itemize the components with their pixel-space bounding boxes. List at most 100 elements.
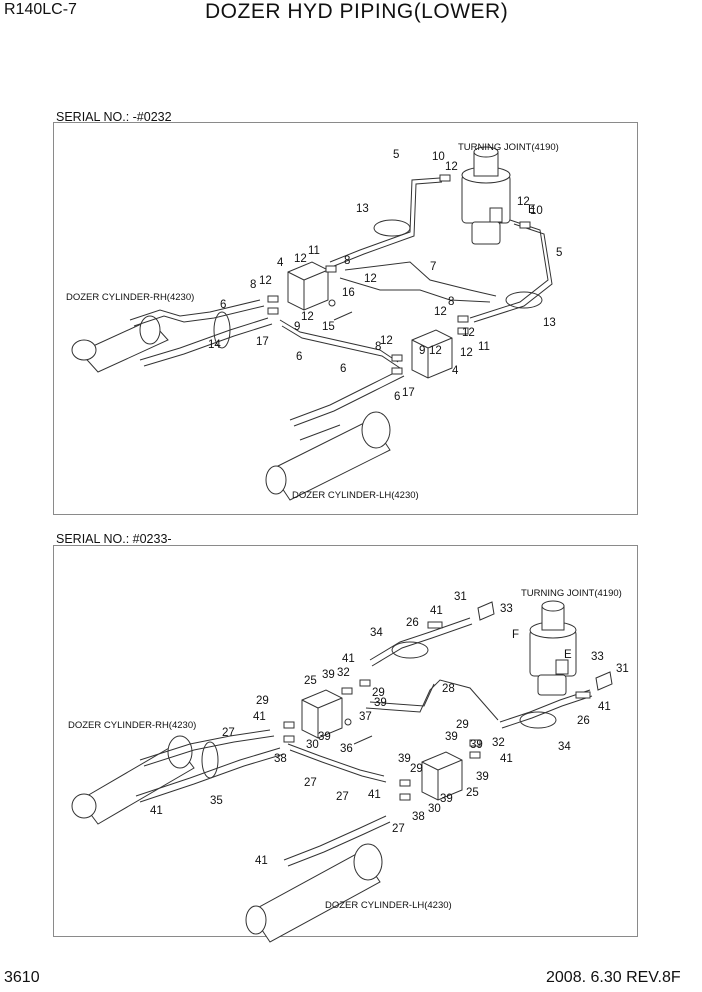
svg-text:29: 29 <box>372 687 385 699</box>
diagram-lower: 31 41 33 26 34 33 31 41 39 25 32 28 29 3… <box>68 588 629 943</box>
svg-text:41: 41 <box>255 855 268 867</box>
svg-text:38: 38 <box>274 753 287 765</box>
svg-text:6: 6 <box>220 299 226 311</box>
page-title: DOZER HYD PIPING(LOWER) <box>205 0 509 23</box>
turning-joint-1 <box>461 146 511 245</box>
svg-text:12: 12 <box>364 273 377 285</box>
svg-text:8: 8 <box>448 296 454 308</box>
svg-text:37: 37 <box>359 711 372 723</box>
serial-range-2: SERIAL NO.: #0233- <box>56 532 172 546</box>
svg-text:25: 25 <box>304 675 317 687</box>
svg-text:27: 27 <box>336 791 349 803</box>
svg-text:39: 39 <box>476 771 489 783</box>
svg-text:11: 11 <box>478 341 490 353</box>
svg-text:17: 17 <box>402 387 415 399</box>
svg-text:6: 6 <box>340 363 346 375</box>
svg-text:38: 38 <box>412 811 425 823</box>
svg-text:26: 26 <box>577 715 590 727</box>
svg-text:29: 29 <box>410 763 423 775</box>
svg-text:30: 30 <box>428 803 441 815</box>
svg-text:15: 15 <box>322 321 335 333</box>
svg-text:27: 27 <box>222 727 235 739</box>
svg-text:8: 8 <box>344 255 350 267</box>
svg-text:14: 14 <box>208 339 221 351</box>
svg-text:41: 41 <box>430 605 443 617</box>
page-number: 3610 <box>4 969 40 986</box>
svg-text:39: 39 <box>318 731 331 743</box>
dozer-cylinder-lh-2 <box>245 743 391 943</box>
revision-date: 2008. 6.30 REV.8F <box>546 969 681 986</box>
svg-text:26: 26 <box>406 617 419 629</box>
dozer-cylinder-rh-2 <box>71 729 285 825</box>
model-number: R140LC-7 <box>4 1 77 18</box>
svg-text:31: 31 <box>454 591 467 603</box>
svg-text:41: 41 <box>598 701 611 713</box>
svg-text:30: 30 <box>306 739 319 751</box>
dozer-cylinder-lh-1 <box>265 319 405 501</box>
svg-text:33: 33 <box>500 603 513 615</box>
svg-text:31: 31 <box>616 663 629 675</box>
svg-text:10: 10 <box>530 205 543 217</box>
caption-turning-joint-1: TURNING JOINT(4190) <box>458 142 559 153</box>
svg-text:12: 12 <box>259 275 272 287</box>
port-mark-e: E <box>564 649 572 661</box>
serial-range-1: SERIAL NO.: -#0232 <box>56 110 172 124</box>
svg-text:6: 6 <box>296 351 302 363</box>
svg-text:8: 8 <box>375 341 381 353</box>
item-numbers-lower: 31 41 33 26 34 33 31 41 39 25 32 28 29 3… <box>150 591 629 867</box>
svg-text:12: 12 <box>517 196 530 208</box>
svg-text:12: 12 <box>380 335 393 347</box>
svg-text:41: 41 <box>368 789 381 801</box>
turning-joint-2 <box>529 600 577 696</box>
svg-text:25: 25 <box>466 787 479 799</box>
item-numbers-upper: 5 10 12 12 10 5 13 13 4 12 11 8 12 7 8 1… <box>208 149 562 403</box>
diagram-upper: 5 10 12 12 10 5 13 13 4 12 11 8 12 7 8 1… <box>66 142 562 501</box>
svg-text:16: 16 <box>342 287 355 299</box>
fittings-lower <box>283 621 591 801</box>
svg-text:39: 39 <box>445 731 458 743</box>
svg-text:33: 33 <box>591 651 604 663</box>
svg-text:27: 27 <box>304 777 317 789</box>
svg-text:41: 41 <box>500 753 513 765</box>
svg-text:9: 9 <box>419 345 425 357</box>
svg-text:12: 12 <box>462 327 475 339</box>
fittings-upper <box>267 174 531 375</box>
caption-cylinder-rh-2: DOZER CYLINDER-RH(4230) <box>68 720 196 731</box>
valve-block-upper-left <box>287 261 329 311</box>
svg-text:34: 34 <box>370 627 383 639</box>
svg-text:12: 12 <box>434 306 447 318</box>
svg-text:29: 29 <box>256 695 269 707</box>
svg-text:13: 13 <box>356 203 369 215</box>
svg-text:28: 28 <box>442 683 455 695</box>
svg-text:12: 12 <box>429 345 442 357</box>
svg-text:39: 39 <box>440 793 453 805</box>
svg-text:32: 32 <box>337 667 350 679</box>
svg-text:32: 32 <box>492 737 505 749</box>
svg-text:17: 17 <box>256 336 269 348</box>
svg-text:27: 27 <box>392 823 405 835</box>
svg-text:39: 39 <box>374 697 387 709</box>
svg-text:6: 6 <box>394 391 400 403</box>
svg-text:12: 12 <box>301 311 314 323</box>
diagram-frame-2 <box>53 545 638 937</box>
caption-cylinder-rh-1: DOZER CYLINDER-RH(4230) <box>66 292 194 303</box>
svg-text:4: 4 <box>452 365 459 377</box>
svg-text:41: 41 <box>342 653 355 665</box>
svg-text:41: 41 <box>150 805 163 817</box>
svg-text:10: 10 <box>432 151 445 163</box>
caption-cylinder-lh-1: DOZER CYLINDER-LH(4230) <box>292 490 419 501</box>
svg-text:13: 13 <box>543 317 556 329</box>
caption-turning-joint-2: TURNING JOINT(4190) <box>521 588 622 599</box>
svg-text:36: 36 <box>340 743 353 755</box>
svg-text:E: E <box>528 204 536 216</box>
svg-text:41: 41 <box>253 711 266 723</box>
svg-text:5: 5 <box>393 149 399 161</box>
svg-text:9: 9 <box>294 321 300 333</box>
svg-text:39: 39 <box>470 739 483 751</box>
svg-text:11: 11 <box>308 245 320 257</box>
svg-text:8: 8 <box>250 279 256 291</box>
svg-text:7: 7 <box>430 261 436 273</box>
svg-text:39: 39 <box>322 669 335 681</box>
svg-text:12: 12 <box>445 161 458 173</box>
